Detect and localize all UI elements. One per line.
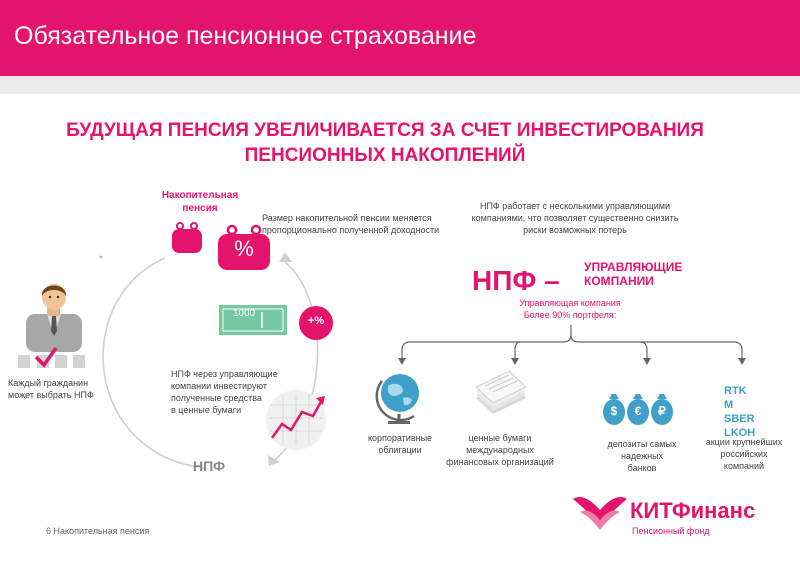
citizen-text: Каждый гражданин может выбрать НПФ	[8, 377, 118, 401]
footer: 6 Накопительная пенсия	[46, 526, 149, 536]
portfolio-line-2: Более 90% портфеля:	[523, 310, 617, 320]
asset-label-line: российских	[720, 449, 768, 459]
asset-label-bonds: корпоративные облигации	[355, 432, 445, 456]
citizen-line-2: может выбрать НПФ	[8, 390, 94, 400]
cycle-arrow-right	[279, 252, 292, 262]
asset-label-line: ценные бумаги	[468, 433, 532, 443]
pension-label-line-1: Накопительная	[161, 190, 239, 201]
pension-size-line-2: пропорционально полученной доходности	[262, 225, 440, 235]
stock-ticker: M	[724, 399, 734, 411]
invest-line-3: полученные средства	[171, 393, 262, 403]
stock-tickers: RTK M SBER LKOH	[724, 384, 755, 440]
npf-works-text: НПФ работает с несколькими управляющими …	[440, 200, 710, 236]
cycle-arrow-bottom	[268, 455, 280, 466]
euro-sign: €	[634, 404, 642, 418]
headline-line-2: ПЕНСИОННЫХ НАКОПЛЕНИЙ	[244, 145, 526, 166]
bracket-arrowheads	[398, 358, 746, 365]
asset-label-line: банков	[627, 463, 657, 473]
banknote-value: 1000	[233, 308, 256, 319]
percent-sign: %	[234, 236, 254, 261]
documents-icon	[475, 370, 527, 414]
asset-label-line: акции крупнейших	[705, 437, 783, 447]
citizen-line-1: Каждый гражданин	[8, 378, 89, 388]
globe-icon	[375, 374, 419, 424]
stock-ticker: LKOH	[724, 427, 756, 439]
ruble-sign: ₽	[658, 404, 666, 418]
asset-label-line: международных	[466, 445, 534, 455]
asset-label-line: корпоративные	[367, 433, 433, 443]
footer-text: Накопительная пенсия	[53, 526, 150, 536]
cycle-arc-left	[102, 257, 206, 469]
plus-percent-label: +%	[307, 315, 325, 327]
assets-bracket	[401, 325, 743, 360]
npf-works-line-2: компаниями, что позволяет существенно сн…	[471, 213, 679, 223]
banknote-icon	[219, 305, 287, 335]
invest-line-1: НПФ через управляющие	[171, 369, 278, 379]
stock-ticker: SBER	[724, 413, 755, 425]
portfolio-line-1: Управляющая компания	[519, 298, 621, 308]
headline: БУДУЩАЯ ПЕНСИЯ УВЕЛИЧИВАЕТСЯ ЗА СЧЕТ ИНВ…	[0, 118, 770, 168]
asset-label-deposits: депозиты самых надежных банков	[597, 438, 687, 474]
pension-label: Накопительная пенсия	[150, 189, 250, 215]
wallet-big-icon	[218, 224, 270, 270]
managers-line-1: УПРАВЛЯЮЩИЕ	[584, 260, 683, 274]
invest-text: НПФ через управляющие компании инвестиру…	[171, 368, 301, 416]
asset-label-line: финансовых организаций	[446, 457, 554, 467]
npf-works-line-1: НПФ работает с несколькими управляющими	[479, 201, 671, 211]
npf-big-label: НПФ –	[472, 265, 560, 296]
headline-line-1: БУДУЩАЯ ПЕНСИЯ УВЕЛИЧИВАЕТСЯ ЗА СЧЕТ ИНВ…	[66, 120, 704, 141]
logo-mark-icon	[573, 497, 627, 530]
checkmark-icon	[34, 346, 58, 368]
invest-line-2: компании инвестируют	[171, 381, 268, 391]
wallet-small-icon	[172, 222, 202, 253]
dollar-sign: $	[610, 404, 618, 418]
page-title: Обязательное пенсионное страхование	[14, 22, 477, 50]
pension-size-line-1: Размер накопительной пенсии меняется	[262, 213, 432, 223]
decor-dot	[99, 255, 103, 259]
asset-label-line: компаний	[723, 461, 765, 471]
asset-label-line: надежных	[620, 451, 664, 461]
managers-line-2: КОМПАНИИ	[584, 274, 654, 288]
managers-label: УПРАВЛЯЮЩИЕ КОМПАНИИ	[584, 260, 682, 288]
logo-name: КИТФинанс	[630, 498, 756, 523]
stock-ticker: RTK	[724, 385, 747, 397]
header-bar	[0, 0, 800, 76]
pension-label-line-2: пенсия	[182, 203, 218, 214]
money-bags-icon	[603, 394, 673, 425]
asset-label-line: облигации	[378, 445, 422, 455]
footer-page-number: 6	[46, 526, 52, 536]
pension-size-text: Размер накопительной пенсии меняется про…	[262, 212, 477, 236]
ballot-boxes	[18, 355, 85, 368]
plus-percent-circle	[299, 306, 333, 340]
npf-works-line-3: риски возможных потерь	[523, 225, 627, 235]
logo-tagline: Пенсионный фонд	[632, 526, 710, 536]
header-band	[0, 76, 800, 94]
asset-label-line: депозиты самых	[607, 439, 677, 449]
portfolio-text: Управляющая компания Более 90% портфеля:	[480, 297, 660, 321]
asset-label-securities: ценные бумаги международных финансовых о…	[435, 432, 565, 468]
growth-chart-icon	[266, 390, 326, 450]
npf-cycle-label: НПФ	[193, 458, 226, 474]
asset-label-stocks: акции крупнейших российских компаний	[694, 436, 794, 472]
person-icon	[26, 284, 82, 352]
invest-line-4: в ценные бумаги	[171, 405, 242, 415]
